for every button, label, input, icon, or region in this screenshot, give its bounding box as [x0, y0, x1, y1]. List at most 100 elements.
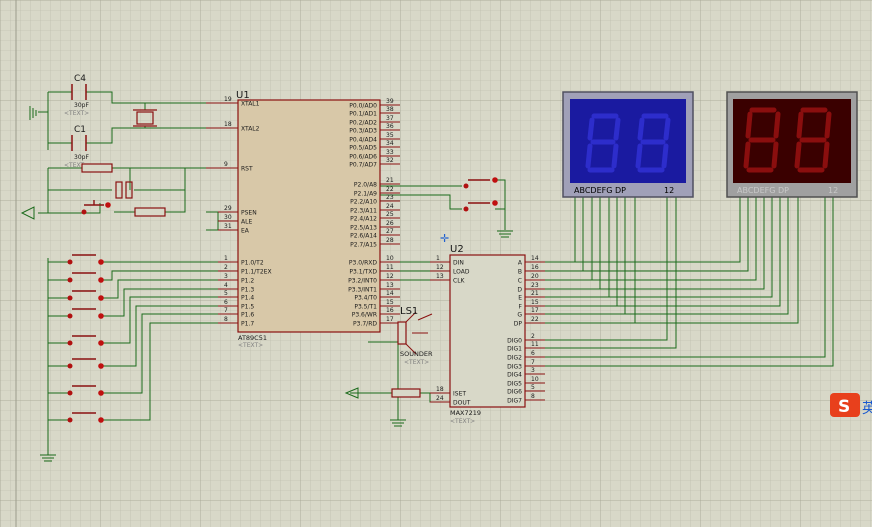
pin-name: P2.7/A15	[350, 242, 377, 249]
pin-name: P2.2/A10	[350, 199, 377, 206]
pin[interactable]: 8P1.7	[218, 316, 254, 328]
pin[interactable]: 17G	[517, 307, 545, 319]
p2-button-2[interactable]	[463, 200, 498, 212]
pin-number: 33	[386, 149, 394, 156]
pin[interactable]: 16B	[518, 264, 545, 276]
pin-name: P1.4	[241, 295, 254, 302]
key-button[interactable]	[67, 290, 104, 301]
pin[interactable]: 21E	[518, 290, 545, 302]
pin-name: P3.5/T1	[354, 304, 377, 311]
pin-number: 35	[386, 132, 394, 139]
display-red[interactable]: ABCDEFG DP 12	[726, 91, 858, 198]
pin[interactable]: 5P1.4	[218, 290, 254, 302]
pin-number: 22	[531, 316, 539, 323]
resistor-reset[interactable]	[81, 163, 113, 173]
pin[interactable]: 1P1.0/T2	[218, 255, 264, 267]
ime-tray-icon[interactable]: S 英	[830, 393, 872, 417]
key-button[interactable]	[67, 335, 104, 346]
pin[interactable]: 2P1.1/T2EX	[218, 264, 272, 276]
pin[interactable]: 6P1.5	[218, 299, 254, 311]
resistor-iset[interactable]	[391, 388, 421, 398]
pin[interactable]: 20C	[518, 273, 545, 285]
pin-number: 22	[386, 186, 394, 193]
pin-name: P2.4/A12	[350, 216, 377, 223]
display-blue[interactable]: ABCDEFG DP 12	[562, 91, 694, 198]
key-button[interactable]	[67, 385, 104, 396]
reset-button[interactable]	[81, 200, 111, 215]
pin[interactable]: 7P1.6	[218, 307, 254, 319]
capacitor-c1[interactable]: C1 30pF <TEXT>	[64, 125, 89, 169]
pin-number: 32	[386, 157, 394, 164]
pin-number: 7	[224, 307, 228, 314]
capacitor-c4[interactable]: C4 30pF <TEXT>	[64, 74, 89, 117]
key-button[interactable]	[67, 412, 104, 423]
pin[interactable]: 4P1.3	[218, 282, 254, 294]
capacitor-reset[interactable]	[115, 181, 133, 199]
key-button[interactable]	[67, 272, 104, 283]
pin[interactable]: 23D	[517, 282, 545, 294]
pin[interactable]: 14A	[518, 255, 545, 267]
sounder-ls1[interactable]: LS1 SOUNDER <TEXT>	[397, 306, 433, 366]
pin[interactable]: 15F	[519, 299, 545, 311]
key-button[interactable]	[67, 254, 104, 265]
pin-name: P1.0/T2	[241, 260, 264, 267]
pin-number: 10	[386, 255, 394, 262]
key-button[interactable]	[67, 308, 104, 319]
key-button[interactable]	[67, 358, 104, 369]
chip-u2[interactable]: U2 MAX7219 <TEXT> 1DIN12LOAD13CLK18ISET2…	[430, 244, 545, 425]
chip-u1[interactable]: U1 AT89C51 <TEXT> 19XTAL118XTAL29RST29PS…	[218, 90, 400, 349]
p2-button-1[interactable]	[463, 177, 498, 189]
pin-number: 24	[436, 395, 444, 402]
resistor-reset-2[interactable]	[134, 207, 166, 217]
pin-number: 9	[224, 161, 228, 168]
pin[interactable]: 3P1.2	[218, 273, 254, 285]
crystal-oscillator[interactable]	[133, 109, 157, 127]
